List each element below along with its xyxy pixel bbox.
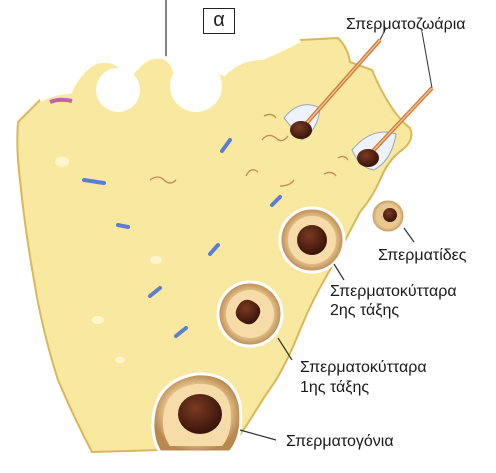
label-spermatozoa: Σπερματοζωάρια [346,15,466,34]
label-primary-spermatocytes-line2: 1ης τάξης [300,378,369,397]
label-spermatids: Σπερματίδες [378,246,467,265]
spermatozoa-leader [422,32,432,88]
label-primary-spermatocytes-line1: Σπερματοκύτταρα [300,358,427,377]
primary-spermatocyte-cell [218,282,282,346]
secondary-leader [334,264,344,280]
spermatid-cell [371,199,405,233]
secondary-spermatocyte-cell [280,208,344,272]
lumen-bulge [96,68,140,112]
spermatids-leader [404,228,414,242]
label-secondary-spermatocytes-line2: 2ης τάξης [330,301,399,320]
label-secondary-spermatocytes-line1: Σπερματοκύτταρα [330,282,457,301]
label-spermatogonia: Σπερματογόνια [286,432,394,451]
membrane-fragment [50,100,72,102]
spermatogonia-leader [240,430,276,440]
panel-letter: α [203,8,235,34]
lumen-bulge [170,60,222,112]
